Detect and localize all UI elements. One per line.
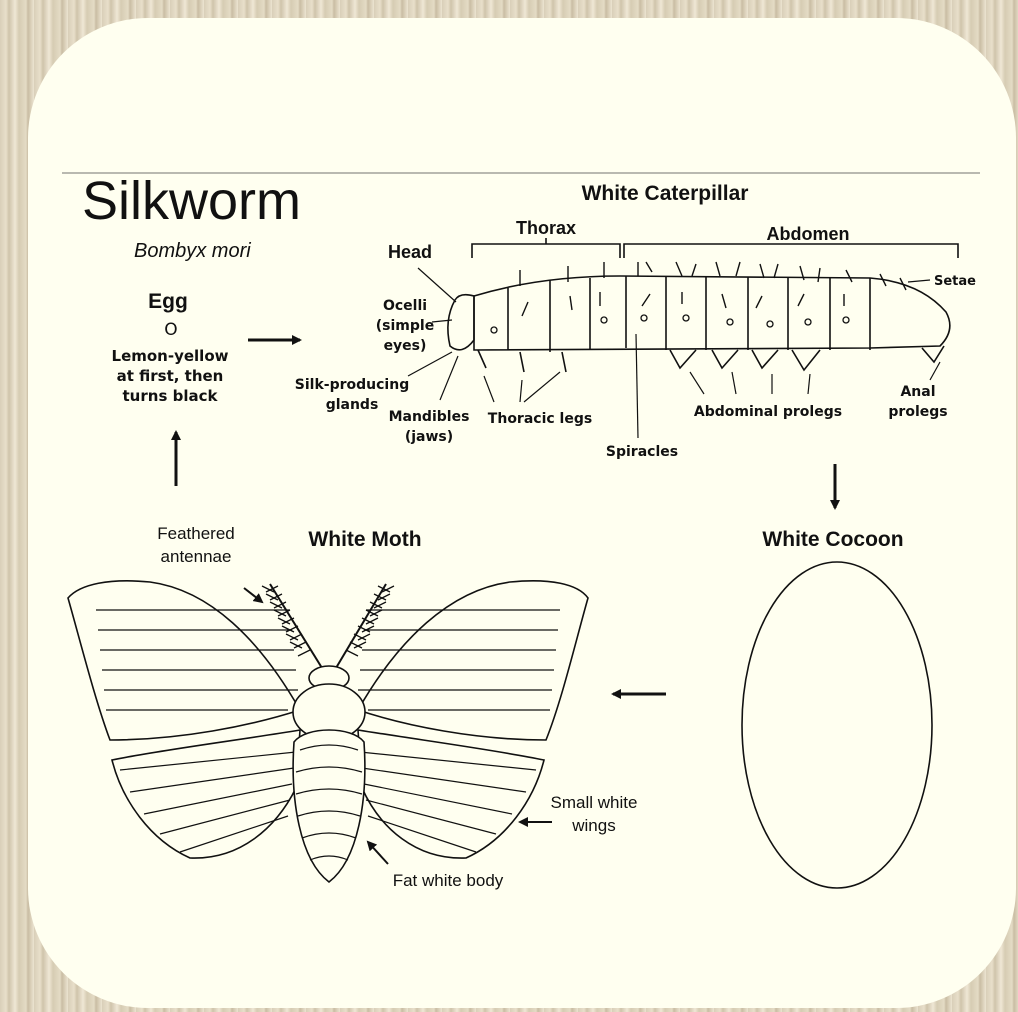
moth-abdomen [293,730,365,882]
thorax-bracket [472,238,620,258]
abdomen-bracket [624,244,958,258]
moth-right-forewing [358,581,588,740]
cocoon-shape [742,562,932,888]
caterpillar-outline [474,276,950,350]
moth-drawing [68,581,588,882]
moth-right-hindwing [358,730,544,858]
caterpillar-head [448,295,474,350]
moth-left-forewing [68,581,300,740]
caterpillar-leader-lines [408,268,940,438]
moth-left-hindwing [112,730,300,858]
caterpillar-body [448,262,950,372]
